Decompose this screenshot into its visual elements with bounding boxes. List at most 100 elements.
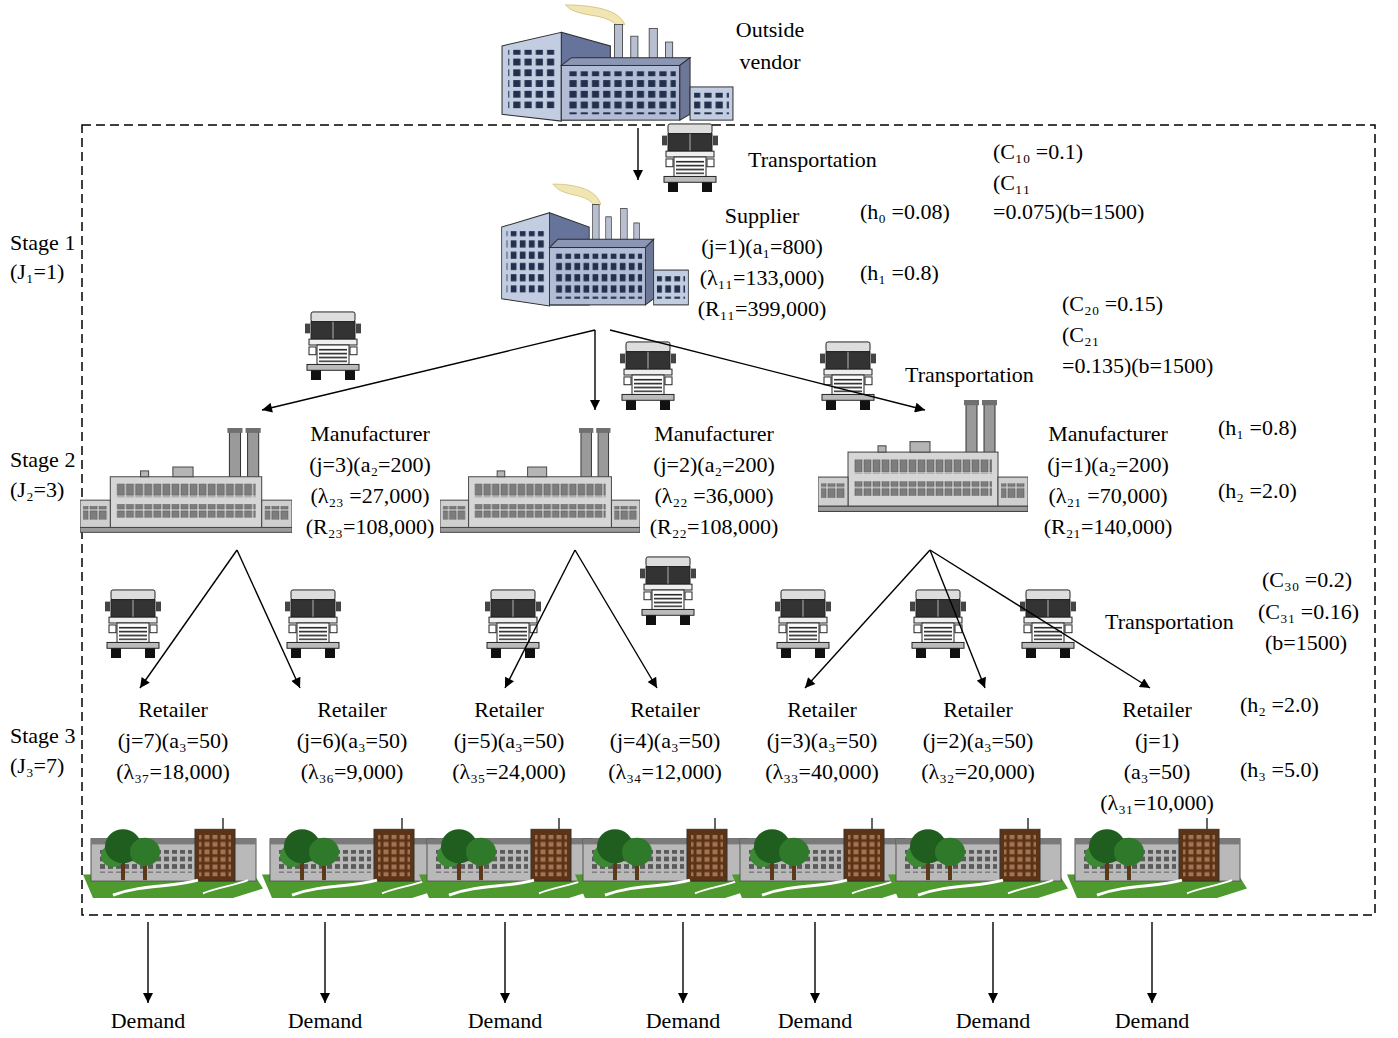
- annotation-label: Stage 2: [10, 447, 75, 473]
- factory-icon: [80, 428, 292, 545]
- node-title: Manufacturer: [1044, 418, 1173, 449]
- node-title: Retailer: [452, 694, 566, 725]
- node-parameter: (j=6)(a₃=50): [297, 725, 408, 756]
- flow-arrow: [575, 550, 657, 688]
- annotation-label: Demand: [288, 1008, 363, 1034]
- node-title: Retailer: [116, 694, 230, 725]
- node-title: Retailer: [765, 694, 879, 725]
- annotation-label: (C₁₀ =0.1): [993, 139, 1083, 165]
- store-icon: [262, 818, 442, 898]
- truck-icon: [305, 312, 361, 380]
- truck-icon: [820, 342, 876, 410]
- truck-icon: [662, 124, 718, 192]
- annotation-label: Stage 1: [10, 230, 75, 256]
- annotation-label: Demand: [956, 1008, 1031, 1034]
- factory-icon: [500, 182, 690, 310]
- annotation-label: (J₃=7): [10, 753, 64, 779]
- annotation-label: Demand: [111, 1008, 186, 1034]
- node-text-block: Retailer(j=6)(a₃=50)(λ₃₆=9,000): [297, 694, 408, 787]
- flow-arrow: [594, 330, 595, 410]
- truck-icon: [285, 590, 341, 658]
- annotation-label: (h₀ =0.08): [860, 199, 950, 225]
- demand-arrows: [148, 922, 1152, 1003]
- annotation-label: (C₃₁ =0.16): [1258, 599, 1359, 625]
- annotation-label: =0.075)(b=1500): [993, 199, 1144, 225]
- store-icon: [732, 818, 912, 898]
- truck-icon: [105, 590, 161, 658]
- factory-icon: [440, 428, 640, 532]
- node-text-block: Retailer(j=4)(a₃=50)(λ₃₄=12,000): [608, 694, 722, 787]
- facility-node: Retailer(j=4)(a₃=50)(λ₃₄=12,000): [575, 688, 755, 900]
- node-parameter: (λ₃₄=12,000): [608, 756, 722, 787]
- node-parameter: (λ₃₅=24,000): [452, 756, 566, 787]
- store-icon: [262, 818, 442, 898]
- annotation-label: Transportation: [1105, 609, 1234, 635]
- flow-arrow: [505, 550, 575, 688]
- node-parameter: (j=1): [1100, 725, 1214, 756]
- annotation-label: (J₂=3): [10, 477, 64, 503]
- facility-node: Supplier(j=1)(a₁=800)(λ₁₁=133,000)(R₁₁=3…: [500, 180, 835, 330]
- annotation-label: (C₁₁: [993, 170, 1030, 196]
- node-text-block: Manufacturer(j=1)(a₂=200)(λ₂₁ =70,000)(R…: [1044, 418, 1173, 542]
- node-title: Retailer: [1100, 694, 1214, 725]
- annotation-label: Stage 3: [10, 723, 75, 749]
- facility-node: Retailer(j=3)(a₃=50)(λ₃₃=40,000): [732, 688, 912, 900]
- node-parameter: (j=3)(a₃=50): [765, 725, 879, 756]
- node-title: Manufacturer: [650, 418, 779, 449]
- annotation-label: (h₂ =2.0): [1240, 692, 1319, 718]
- store-icon: [732, 818, 912, 898]
- store-icon: [1067, 818, 1247, 898]
- node-parameter: (R₂₁=140,000): [1044, 511, 1173, 542]
- facility-node: Retailer(j=7)(a₃=50)(λ₃₇=18,000): [83, 688, 263, 900]
- node-text-block: Retailer(j=3)(a₃=50)(λ₃₃=40,000): [765, 694, 879, 787]
- truck-icon: [620, 342, 676, 410]
- demand-arrow: [147, 922, 148, 1003]
- facility-node: Manufacturer(j=3)(a₂=200)(λ₂₃ =27,000)(R…: [78, 410, 443, 550]
- annotation-label: Demand: [646, 1008, 721, 1034]
- annotation-label: (h₃ =5.0): [1240, 757, 1319, 783]
- flow-arrow: [637, 128, 638, 180]
- node-title: Supplier: [698, 200, 827, 231]
- factory-icon: [818, 400, 1028, 525]
- facility-node: Manufacturer(j=1)(a₂=200)(λ₂₁ =70,000)(R…: [818, 410, 1188, 550]
- factory-icon: [500, 3, 735, 125]
- demand-arrow: [992, 922, 993, 1003]
- node-parameter: (R₂₂=108,000): [650, 511, 779, 542]
- annotation-label: (h₁ =0.8): [1218, 415, 1297, 441]
- demand-arrow: [814, 922, 815, 1003]
- node-parameter: (λ₃₆=9,000): [297, 756, 408, 787]
- node-title: Retailer: [297, 694, 408, 725]
- flow-arrow: [610, 330, 925, 410]
- facility-node: Retailer(j=1)(a₃=50)(λ₃₁=10,000): [1067, 688, 1247, 900]
- factory-icon: [818, 400, 1028, 511]
- store-icon: [83, 818, 263, 898]
- node-parameter: (R₂₃=108,000): [306, 511, 435, 542]
- node-parameter: (λ₃₃=40,000): [765, 756, 879, 787]
- node-parameter: (λ₂₂ =36,000): [650, 480, 779, 511]
- node-parameter: (j=3)(a₂=200): [306, 449, 435, 480]
- node-parameter: (j=5)(a₃=50): [452, 725, 566, 756]
- node-parameter: (j=1)(a₁=800): [698, 231, 827, 262]
- node-parameter: (λ₃₁=10,000): [1100, 787, 1214, 818]
- store-icon: [888, 818, 1068, 898]
- store-icon: [575, 818, 755, 898]
- demand-arrow: [1151, 922, 1152, 1003]
- annotation-label: (b=1500): [1265, 630, 1347, 656]
- annotation-label: Transportation: [905, 362, 1034, 388]
- truck-icon: [775, 590, 831, 658]
- facility-node: Retailer(j=6)(a₃=50)(λ₃₆=9,000): [262, 688, 442, 900]
- node-parameter: (j=2)(a₂=200): [650, 449, 779, 480]
- node-text-block: Manufacturer(j=2)(a₂=200)(λ₂₂ =36,000)(R…: [650, 418, 779, 542]
- node-parameter: (R₁₁=399,000): [698, 293, 827, 324]
- flow-arrow: [237, 550, 300, 688]
- node-parameter: (λ₃₇=18,000): [116, 756, 230, 787]
- node-text-block: Retailer(j=1)(a₃=50)(λ₃₁=10,000): [1100, 694, 1214, 818]
- annotation-label: (h₁ =0.8): [860, 260, 939, 286]
- node-text-block: Retailer(j=2)(a₃=50)(λ₃₂=20,000): [921, 694, 1035, 787]
- demand-arrow: [682, 922, 683, 1003]
- node-parameter: (j=4)(a₃=50): [608, 725, 722, 756]
- factory-icon: [502, 5, 733, 121]
- truck-icon: [640, 557, 696, 625]
- facility-node: Manufacturer(j=2)(a₂=200)(λ₂₂ =36,000)(R…: [440, 410, 790, 550]
- flow-arrow: [262, 330, 595, 410]
